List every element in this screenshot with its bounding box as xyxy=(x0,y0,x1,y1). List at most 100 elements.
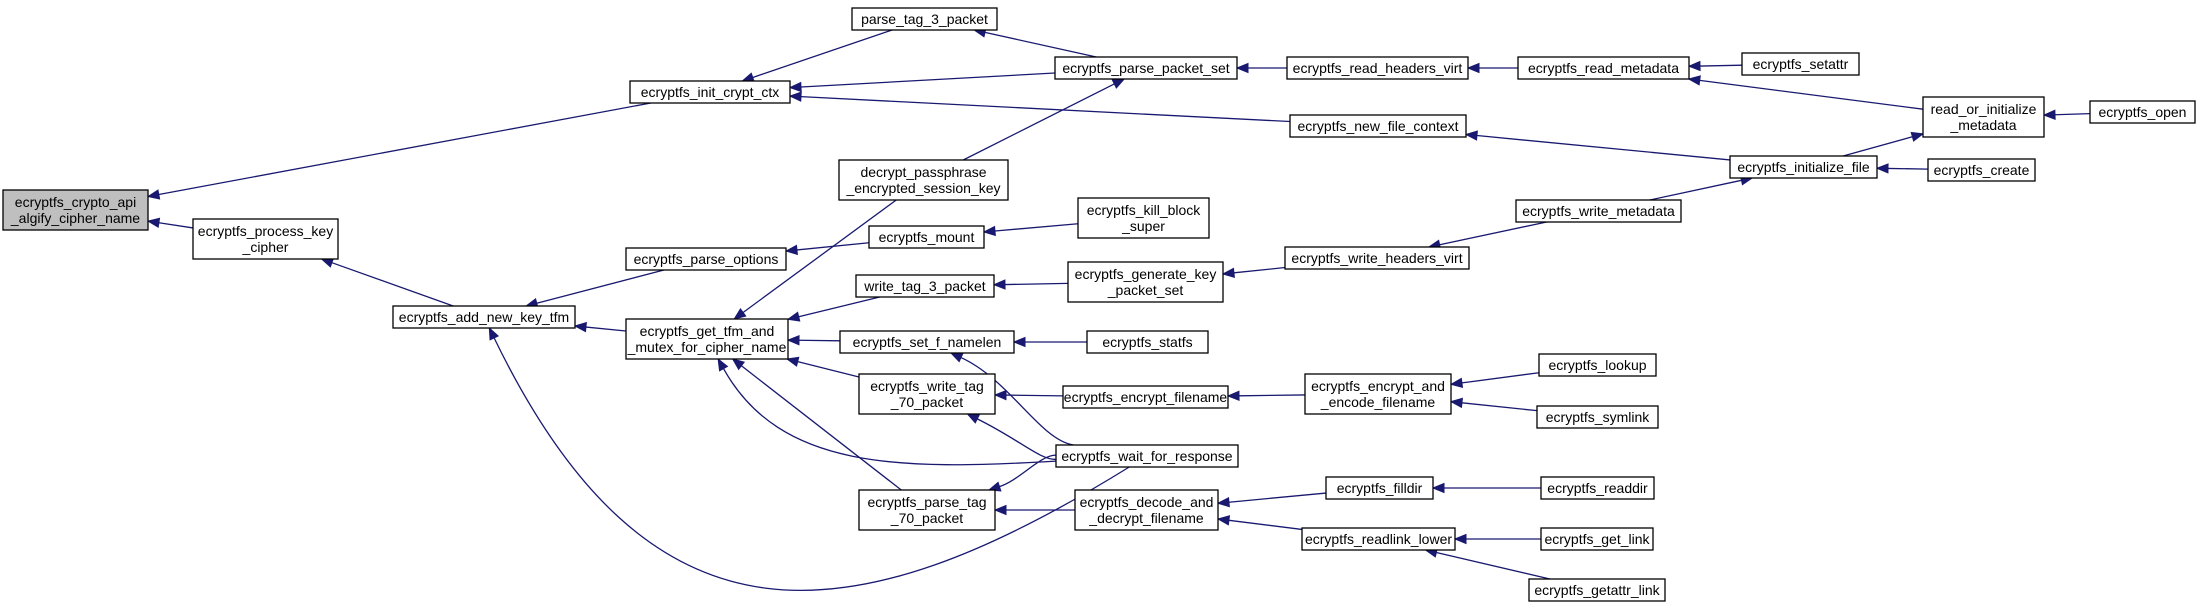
node-box[interactable] xyxy=(1536,405,1659,429)
node-box[interactable] xyxy=(1086,330,1209,354)
graph-node-n33[interactable]: ecryptfs_decode_and_decrypt_filename xyxy=(1074,489,1219,531)
node-box[interactable] xyxy=(625,247,787,271)
graph-node-n4[interactable]: parse_tag_3_packet xyxy=(851,7,998,31)
node-box[interactable] xyxy=(1284,246,1470,270)
edge-n20-to-n19 xyxy=(585,326,627,332)
node-box[interactable] xyxy=(625,318,789,360)
node-box[interactable] xyxy=(1922,96,2045,138)
node-box[interactable] xyxy=(1538,353,1657,377)
node-box[interactable] xyxy=(1540,476,1655,500)
graph-node-n5[interactable]: ecryptfs_parse_packet_set xyxy=(1054,56,1238,80)
graph-node-n6[interactable]: ecryptfs_read_headers_virt xyxy=(1286,56,1469,80)
graph-node-n18[interactable]: ecryptfs_parse_options xyxy=(625,247,787,271)
node-box[interactable] xyxy=(858,373,996,415)
node-box[interactable] xyxy=(1077,197,1210,239)
graph-node-n12[interactable]: ecryptfs_initialize_file xyxy=(1729,155,1878,179)
graph-node-n26[interactable]: ecryptfs_write_tag_70_packet xyxy=(858,373,996,415)
node-label: ecryptfs_readlink_lower xyxy=(1305,531,1452,547)
node-label: ecryptfs_lookup xyxy=(1548,357,1646,373)
node-label: ecryptfs_set_f_namelen xyxy=(853,334,1002,350)
graph-node-n37[interactable]: ecryptfs_get_link xyxy=(1540,527,1654,551)
node-box[interactable] xyxy=(1741,52,1860,76)
node-box[interactable] xyxy=(1927,158,2036,182)
node-box[interactable] xyxy=(1055,444,1239,468)
node-box[interactable] xyxy=(1067,261,1224,303)
graph-node-n29[interactable]: ecryptfs_lookup xyxy=(1538,353,1657,377)
edge-arrowhead xyxy=(786,335,800,346)
node-box[interactable] xyxy=(192,218,339,260)
graph-node-n17[interactable]: ecryptfs_write_metadata xyxy=(1515,199,1682,223)
node-box[interactable] xyxy=(392,305,576,329)
node-box[interactable] xyxy=(1729,155,1878,179)
node-box[interactable] xyxy=(1528,578,1666,602)
node-box[interactable] xyxy=(838,159,1009,201)
node-label: ecryptfs_read_headers_virt xyxy=(1293,60,1463,76)
node-box[interactable] xyxy=(1301,527,1456,551)
node-box[interactable] xyxy=(851,7,998,31)
edge-n4-to-n2 xyxy=(752,29,893,79)
graph-node-n8[interactable]: ecryptfs_setattr xyxy=(1741,52,1860,76)
graph-node-n35[interactable]: ecryptfs_readdir xyxy=(1540,476,1655,500)
edge-arrowhead xyxy=(320,257,335,268)
node-label: ecryptfs_init_crypt_ctx xyxy=(641,84,780,100)
node-label: ecryptfs_readdir xyxy=(1547,480,1648,496)
graph-node-n1[interactable]: ecryptfs_crypto_api_algify_cipher_name xyxy=(2,189,149,231)
node-box[interactable] xyxy=(1286,56,1469,80)
graph-node-n2[interactable]: ecryptfs_init_crypt_ctx xyxy=(629,80,791,104)
node-label: ecryptfs_open xyxy=(2099,104,2187,120)
graph-node-n7[interactable]: ecryptfs_read_metadata xyxy=(1517,56,1690,80)
node-box[interactable] xyxy=(839,330,1015,354)
edge-arrowhead xyxy=(982,225,996,237)
graph-node-n22[interactable]: ecryptfs_generate_key_packet_set xyxy=(1067,261,1224,303)
graph-node-n11[interactable]: ecryptfs_new_file_context xyxy=(1289,114,1467,138)
node-box[interactable] xyxy=(1515,199,1682,223)
graph-node-n38[interactable]: ecryptfs_getattr_link xyxy=(1528,578,1666,602)
graph-node-n30[interactable]: ecryptfs_symlink xyxy=(1536,405,1659,429)
graph-node-n25[interactable]: ecryptfs_statfs xyxy=(1086,330,1209,354)
edge-arrowhead xyxy=(733,307,747,320)
node-box[interactable] xyxy=(1540,527,1654,551)
graph-node-n21[interactable]: write_tag_3_packet xyxy=(855,274,995,298)
graph-node-n3[interactable]: ecryptfs_process_key_cipher xyxy=(192,218,339,260)
graph-node-n34[interactable]: ecryptfs_filldir xyxy=(1325,476,1434,500)
node-box[interactable] xyxy=(855,274,995,298)
graph-node-n31[interactable]: ecryptfs_wait_for_response xyxy=(1055,444,1239,468)
node-label: ecryptfs_encrypt_filename xyxy=(1064,389,1228,405)
node-label: ecryptfs_filldir xyxy=(1337,480,1423,496)
node-box[interactable] xyxy=(629,80,791,104)
node-box[interactable] xyxy=(1062,385,1229,409)
node-box[interactable] xyxy=(858,489,996,531)
graph-node-n23[interactable]: ecryptfs_write_headers_virt xyxy=(1284,246,1470,270)
graph-node-n14[interactable]: decrypt_passphrase_encrypted_session_key xyxy=(838,159,1009,201)
edge-n31-to-n26 xyxy=(977,418,1057,461)
node-box[interactable] xyxy=(868,225,985,249)
node-label: ecryptfs_decode_and xyxy=(1080,494,1214,510)
graph-node-n19[interactable]: ecryptfs_add_new_key_tfm xyxy=(392,305,576,329)
graph-node-n16[interactable]: ecryptfs_kill_block_super xyxy=(1077,197,1210,239)
graph-node-n28[interactable]: ecryptfs_encrypt_and_encode_filename xyxy=(1304,373,1452,415)
graph-node-n36[interactable]: ecryptfs_readlink_lower xyxy=(1301,527,1456,551)
node-box[interactable] xyxy=(1325,476,1434,500)
graph-node-n32[interactable]: ecryptfs_parse_tag_70_packet xyxy=(858,489,996,531)
node-label: ecryptfs_new_file_context xyxy=(1297,118,1458,134)
edge-n18-to-n19 xyxy=(536,269,665,304)
node-label: _70_packet xyxy=(890,510,964,526)
edge-arrowhead xyxy=(1216,515,1231,526)
node-box[interactable] xyxy=(2,189,149,231)
graph-node-n24[interactable]: ecryptfs_set_f_namelen xyxy=(839,330,1015,354)
node-box[interactable] xyxy=(1054,56,1238,80)
graph-node-n10[interactable]: ecryptfs_open xyxy=(2089,100,2196,124)
node-label: ecryptfs_parse_options xyxy=(634,251,779,267)
node-label: ecryptfs_getattr_link xyxy=(1534,582,1660,598)
node-box[interactable] xyxy=(1304,373,1452,415)
graph-node-n13[interactable]: ecryptfs_create xyxy=(1927,158,2036,182)
graph-node-n27[interactable]: ecryptfs_encrypt_filename xyxy=(1062,385,1229,409)
node-box[interactable] xyxy=(1074,489,1219,531)
edge-n34-to-n33 xyxy=(1228,492,1327,503)
node-box[interactable] xyxy=(2089,100,2196,124)
graph-node-n9[interactable]: read_or_initialize_metadata xyxy=(1922,96,2045,138)
graph-node-n20[interactable]: ecryptfs_get_tfm_and_mutex_for_cipher_na… xyxy=(625,318,789,360)
node-box[interactable] xyxy=(1289,114,1467,138)
node-box[interactable] xyxy=(1517,56,1690,80)
graph-node-n15[interactable]: ecryptfs_mount xyxy=(868,225,985,249)
